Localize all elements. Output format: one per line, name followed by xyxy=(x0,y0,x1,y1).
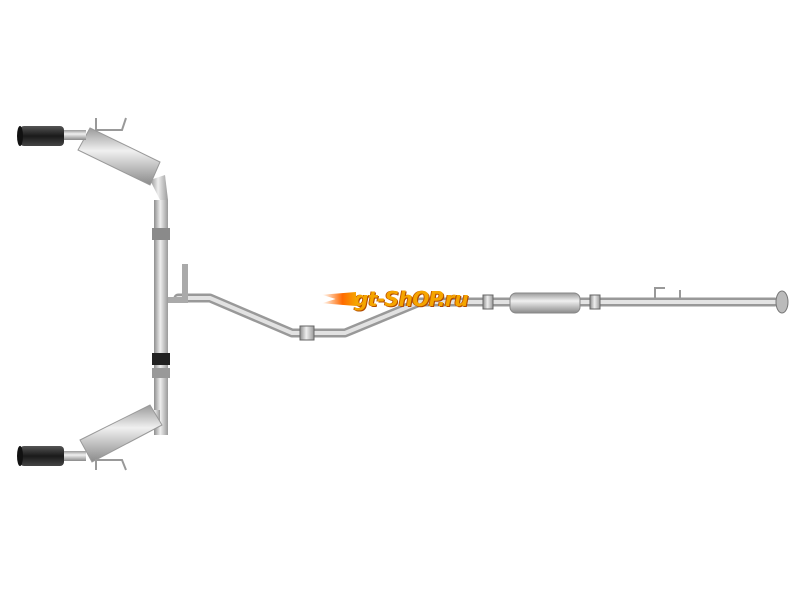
flame-icon xyxy=(322,292,356,306)
upper-muffler xyxy=(17,117,168,200)
watermark-text: gt-ShOP.ru xyxy=(354,287,469,311)
clamp xyxy=(589,294,601,310)
watermark-logo: gt-ShOP.ru xyxy=(322,284,469,314)
exhaust-tip-icon xyxy=(20,446,64,466)
mid-pipe xyxy=(173,293,780,338)
inlet-flange xyxy=(775,290,789,314)
y-pipe xyxy=(152,200,188,435)
hanger xyxy=(654,287,681,300)
clamp xyxy=(299,325,315,341)
exhaust-tip-icon xyxy=(20,126,64,146)
lower-muffler xyxy=(17,404,163,471)
resonator xyxy=(509,292,581,314)
clamp xyxy=(482,294,494,310)
